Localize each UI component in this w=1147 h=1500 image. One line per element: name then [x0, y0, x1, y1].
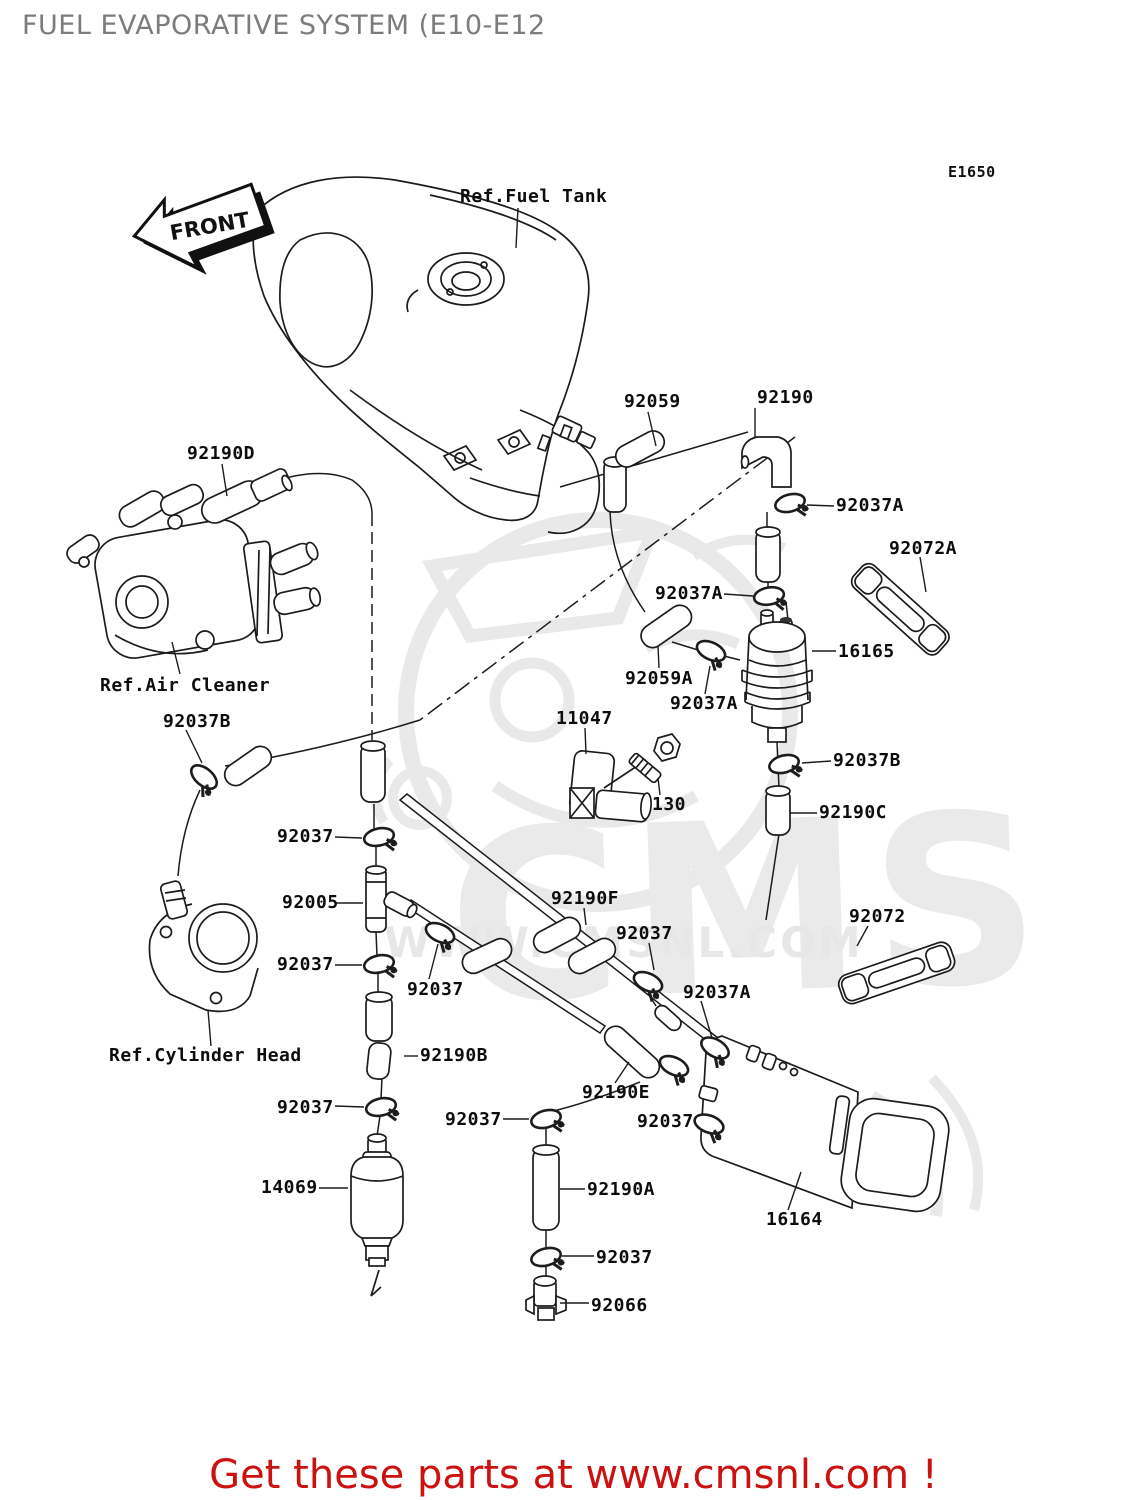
- part-label-92037-5: 92037: [277, 1097, 334, 1118]
- separator-16165-drawing: [741, 609, 813, 743]
- part-label-92037A-1: 92037A: [836, 495, 905, 516]
- part-label-92072A: 92072A: [889, 538, 958, 559]
- part-label-14069: 14069: [261, 1177, 318, 1198]
- part-label-11047: 11047: [556, 708, 613, 729]
- bolt-130: [628, 733, 681, 784]
- part-label-92037B-2: 92037B: [833, 750, 902, 771]
- front-direction-marker: FRONT: [131, 182, 275, 275]
- part-label-92059: 92059: [624, 391, 681, 412]
- part-label-16165: 16165: [838, 641, 895, 662]
- part-label-92037B-1: 92037B: [163, 711, 232, 732]
- part-label-92037-6: 92037: [445, 1109, 502, 1130]
- page-title: FUEL EVAPORATIVE SYSTEM (E10-E12: [22, 10, 546, 41]
- part-label-92037-3: 92037: [277, 954, 334, 975]
- cms-watermark: CMS WWW.CMSNL.COM: [370, 512, 1053, 1217]
- part-label-92037-7: 92037: [637, 1111, 694, 1132]
- bracket-92072a-drawing: [850, 562, 950, 656]
- part-label-92037-4: 92037: [407, 979, 464, 1000]
- ref-label-cylinder-head: Ref.Cylinder Head: [109, 1045, 302, 1066]
- part-label-92190A: 92190A: [587, 1179, 656, 1200]
- part-label-92037-2: 92037: [616, 923, 673, 944]
- part-label-92037A-2: 92037A: [655, 583, 724, 604]
- ref-label-air-cleaner: Ref.Air Cleaner: [100, 675, 271, 696]
- cylinder-head-drawing: [148, 880, 259, 1013]
- footer-promo-text: Get these parts at www.cmsnl.com !: [209, 1452, 938, 1498]
- part-label-92190D: 92190D: [187, 443, 256, 464]
- part-label-92037-1: 92037: [277, 826, 334, 847]
- bracket-92072-drawing: [837, 941, 956, 1005]
- part-label-92190E: 92190E: [582, 1082, 651, 1103]
- canister-16164-drawing: [698, 1035, 950, 1213]
- part-label-92190: 92190: [757, 387, 814, 408]
- ref-label-fuel-tank: Ref.Fuel Tank: [460, 186, 608, 207]
- diagram-code: E1650: [948, 163, 996, 181]
- part-label-92072: 92072: [849, 906, 906, 927]
- part-label-130: 130: [652, 794, 687, 815]
- part-label-92190F: 92190F: [551, 888, 620, 909]
- watermark-brand-text: CMS: [444, 763, 1053, 1057]
- fuel-filter-14069-drawing: [350, 1133, 404, 1297]
- part-label-92037-8: 92037: [596, 1247, 653, 1268]
- part-label-92190B: 92190B: [420, 1045, 489, 1066]
- holder-and-bolt-drawing: [568, 733, 681, 823]
- part-label-92066: 92066: [591, 1295, 648, 1316]
- air-cleaner-drawing: [66, 468, 322, 659]
- part-label-92005: 92005: [282, 892, 339, 913]
- label-leader-lines: [171, 207, 927, 1304]
- part-label-92059A: 92059A: [625, 668, 694, 689]
- part-label-92190C: 92190C: [819, 802, 888, 823]
- part-label-92037A-4: 92037A: [683, 982, 752, 1003]
- part-label-92037A-3: 92037A: [670, 693, 739, 714]
- fuel-tank-drawing: [252, 176, 627, 535]
- hose-and-fitting-parts: [223, 430, 792, 1321]
- part-label-16164: 16164: [766, 1209, 823, 1230]
